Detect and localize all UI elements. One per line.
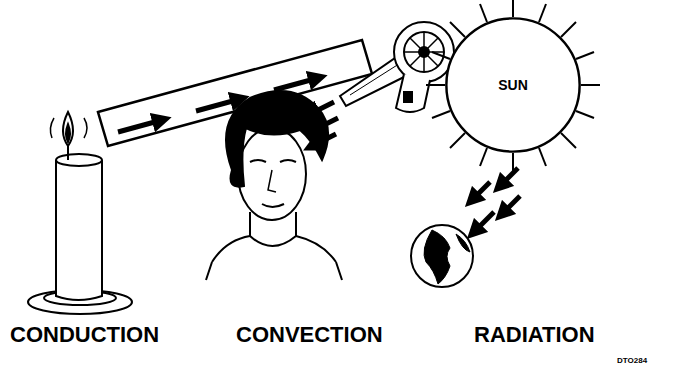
earth-globe bbox=[411, 225, 473, 287]
airflow-arrows bbox=[310, 102, 338, 146]
figure-code: DTO284 bbox=[617, 356, 647, 365]
sun-rays bbox=[426, 0, 600, 172]
hair-dryer bbox=[340, 22, 454, 112]
process-label: CONDUCTION bbox=[10, 322, 159, 348]
node-label: SUN bbox=[445, 77, 581, 93]
sun-circle: SUN bbox=[445, 17, 581, 153]
process-label: CONVECTION bbox=[236, 322, 383, 348]
woman-illustration bbox=[206, 91, 342, 280]
process-label: RADIATION bbox=[474, 322, 595, 348]
radiation-arrows bbox=[472, 168, 520, 232]
